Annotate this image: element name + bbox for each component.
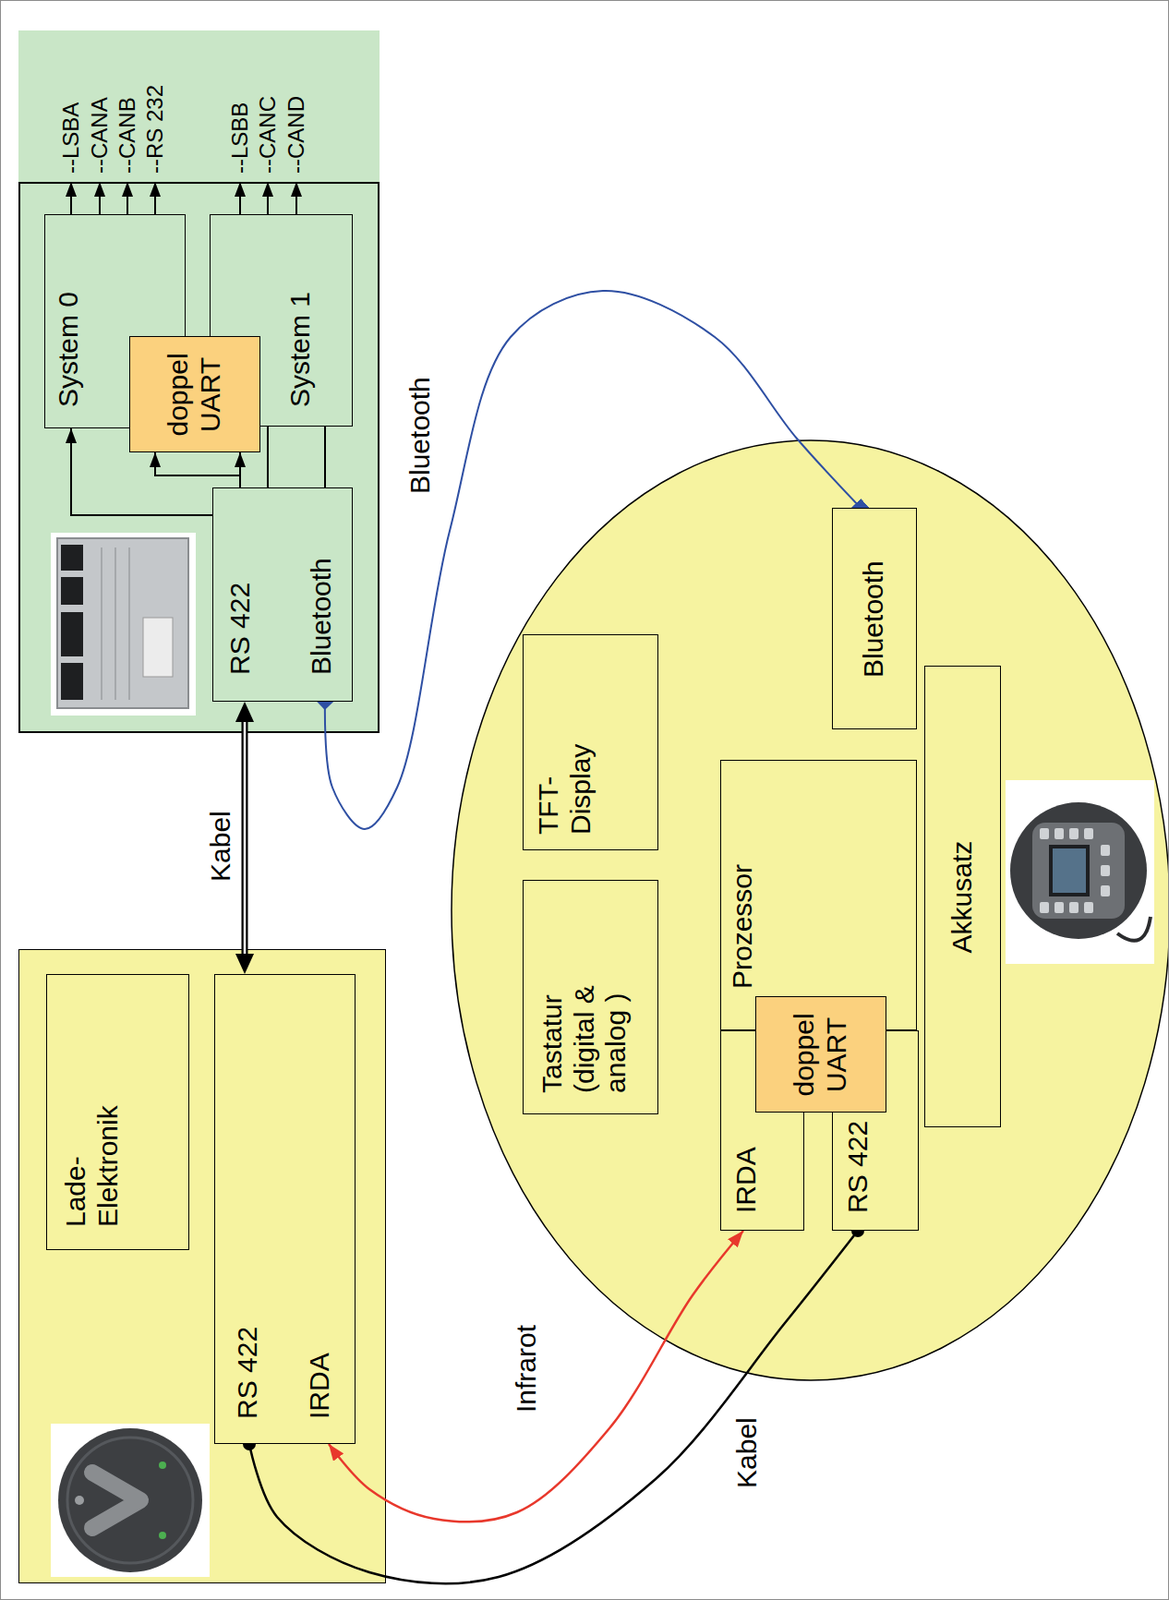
interface-box: RS 422 Bluetooth bbox=[212, 487, 353, 702]
handheld-buttons bbox=[1039, 828, 1110, 914]
charger-electronics-box: Lade- Elektronik bbox=[46, 974, 190, 1251]
box-text: IRDA bbox=[730, 1146, 763, 1214]
connector bbox=[244, 714, 246, 962]
charger-groove bbox=[92, 1472, 141, 1529]
battery-box: Akkusatz bbox=[924, 665, 1001, 1128]
charger-photo bbox=[50, 1423, 210, 1578]
connector-line bbox=[324, 426, 326, 488]
controller-photo bbox=[50, 532, 196, 716]
handheld-body bbox=[1010, 802, 1147, 940]
charger-led bbox=[158, 1531, 167, 1540]
handheld-screen-area bbox=[1052, 848, 1086, 893]
photo-ground bbox=[50, 532, 196, 716]
display-box: TFT- Display bbox=[522, 634, 659, 851]
housing-ribs bbox=[101, 547, 130, 700]
box-text: RS 422 bbox=[231, 1326, 265, 1420]
output-arrow bbox=[98, 181, 101, 215]
charger-screw bbox=[74, 1495, 85, 1506]
box-text: Prozessor bbox=[726, 864, 760, 989]
cable-line bbox=[241, 714, 249, 962]
box-text: RS 422 bbox=[842, 1120, 875, 1214]
connector-line bbox=[266, 426, 269, 488]
signal-name: --CANB bbox=[115, 96, 140, 174]
signal-band bbox=[18, 30, 380, 182]
handheld-photo bbox=[1005, 780, 1155, 965]
handheld-panel bbox=[1032, 822, 1125, 919]
output-arrow bbox=[126, 181, 129, 215]
interface-box: RS 422 IRDA bbox=[214, 974, 356, 1445]
edge-label: Bluetooth bbox=[404, 373, 436, 497]
connector-block bbox=[60, 577, 84, 605]
charger-body bbox=[58, 1428, 203, 1573]
box-text: Lade- Elektronik bbox=[60, 1065, 124, 1228]
connector-line bbox=[239, 452, 242, 488]
box-text: System 0 bbox=[52, 291, 85, 408]
connector-block bbox=[60, 544, 84, 571]
output-arrow bbox=[154, 181, 157, 215]
connector-block bbox=[60, 612, 84, 657]
edge-label: Infrarot bbox=[510, 1322, 543, 1416]
box-text: IRDA bbox=[303, 1352, 337, 1420]
edge-label: Kabel bbox=[204, 807, 237, 885]
signal-name: --RS 232 bbox=[143, 84, 168, 174]
box-text: Tastatur (digital & analog ) bbox=[536, 931, 633, 1094]
signal-name: --CANA bbox=[87, 96, 112, 174]
controller-body bbox=[57, 538, 189, 709]
edge-label: Kabel bbox=[731, 1414, 763, 1492]
box-text: System 1 bbox=[284, 291, 317, 408]
signal-name: --LSBA bbox=[59, 102, 84, 174]
box-text: doppel UART bbox=[162, 344, 227, 446]
output-arrow bbox=[70, 181, 73, 215]
box-text: Bluetooth bbox=[857, 560, 891, 678]
cable-line-core bbox=[243, 722, 247, 954]
box-text: RS 422 bbox=[224, 582, 257, 675]
box-text: doppel UART bbox=[788, 1004, 853, 1107]
uart-box: doppel UART bbox=[755, 996, 887, 1113]
output-arrow bbox=[266, 181, 269, 215]
interface-box: Bluetooth bbox=[831, 507, 917, 730]
uart-box: doppel UART bbox=[129, 336, 261, 453]
signal-name: --CAND bbox=[284, 96, 309, 174]
connector-block bbox=[60, 662, 84, 700]
photo-ground bbox=[1005, 780, 1155, 965]
output-arrow bbox=[239, 181, 242, 215]
signal-name: --LSBB bbox=[228, 102, 253, 174]
charger-led bbox=[158, 1461, 167, 1470]
housing-ellipse bbox=[451, 440, 1169, 1381]
signal-name: --CANC bbox=[255, 96, 280, 174]
box-text: Akkusatz bbox=[946, 841, 979, 954]
photo-ground bbox=[50, 1423, 210, 1578]
charger-rim bbox=[67, 1437, 193, 1564]
box-text: TFT- Display bbox=[532, 723, 597, 835]
keypad-box: Tastatur (digital & analog ) bbox=[522, 879, 659, 1115]
output-arrow bbox=[295, 181, 298, 215]
type-plate bbox=[143, 617, 173, 677]
processor-box: Prozessor bbox=[720, 759, 917, 1031]
box-text: Bluetooth bbox=[305, 557, 338, 675]
handheld-screen bbox=[1048, 844, 1090, 897]
